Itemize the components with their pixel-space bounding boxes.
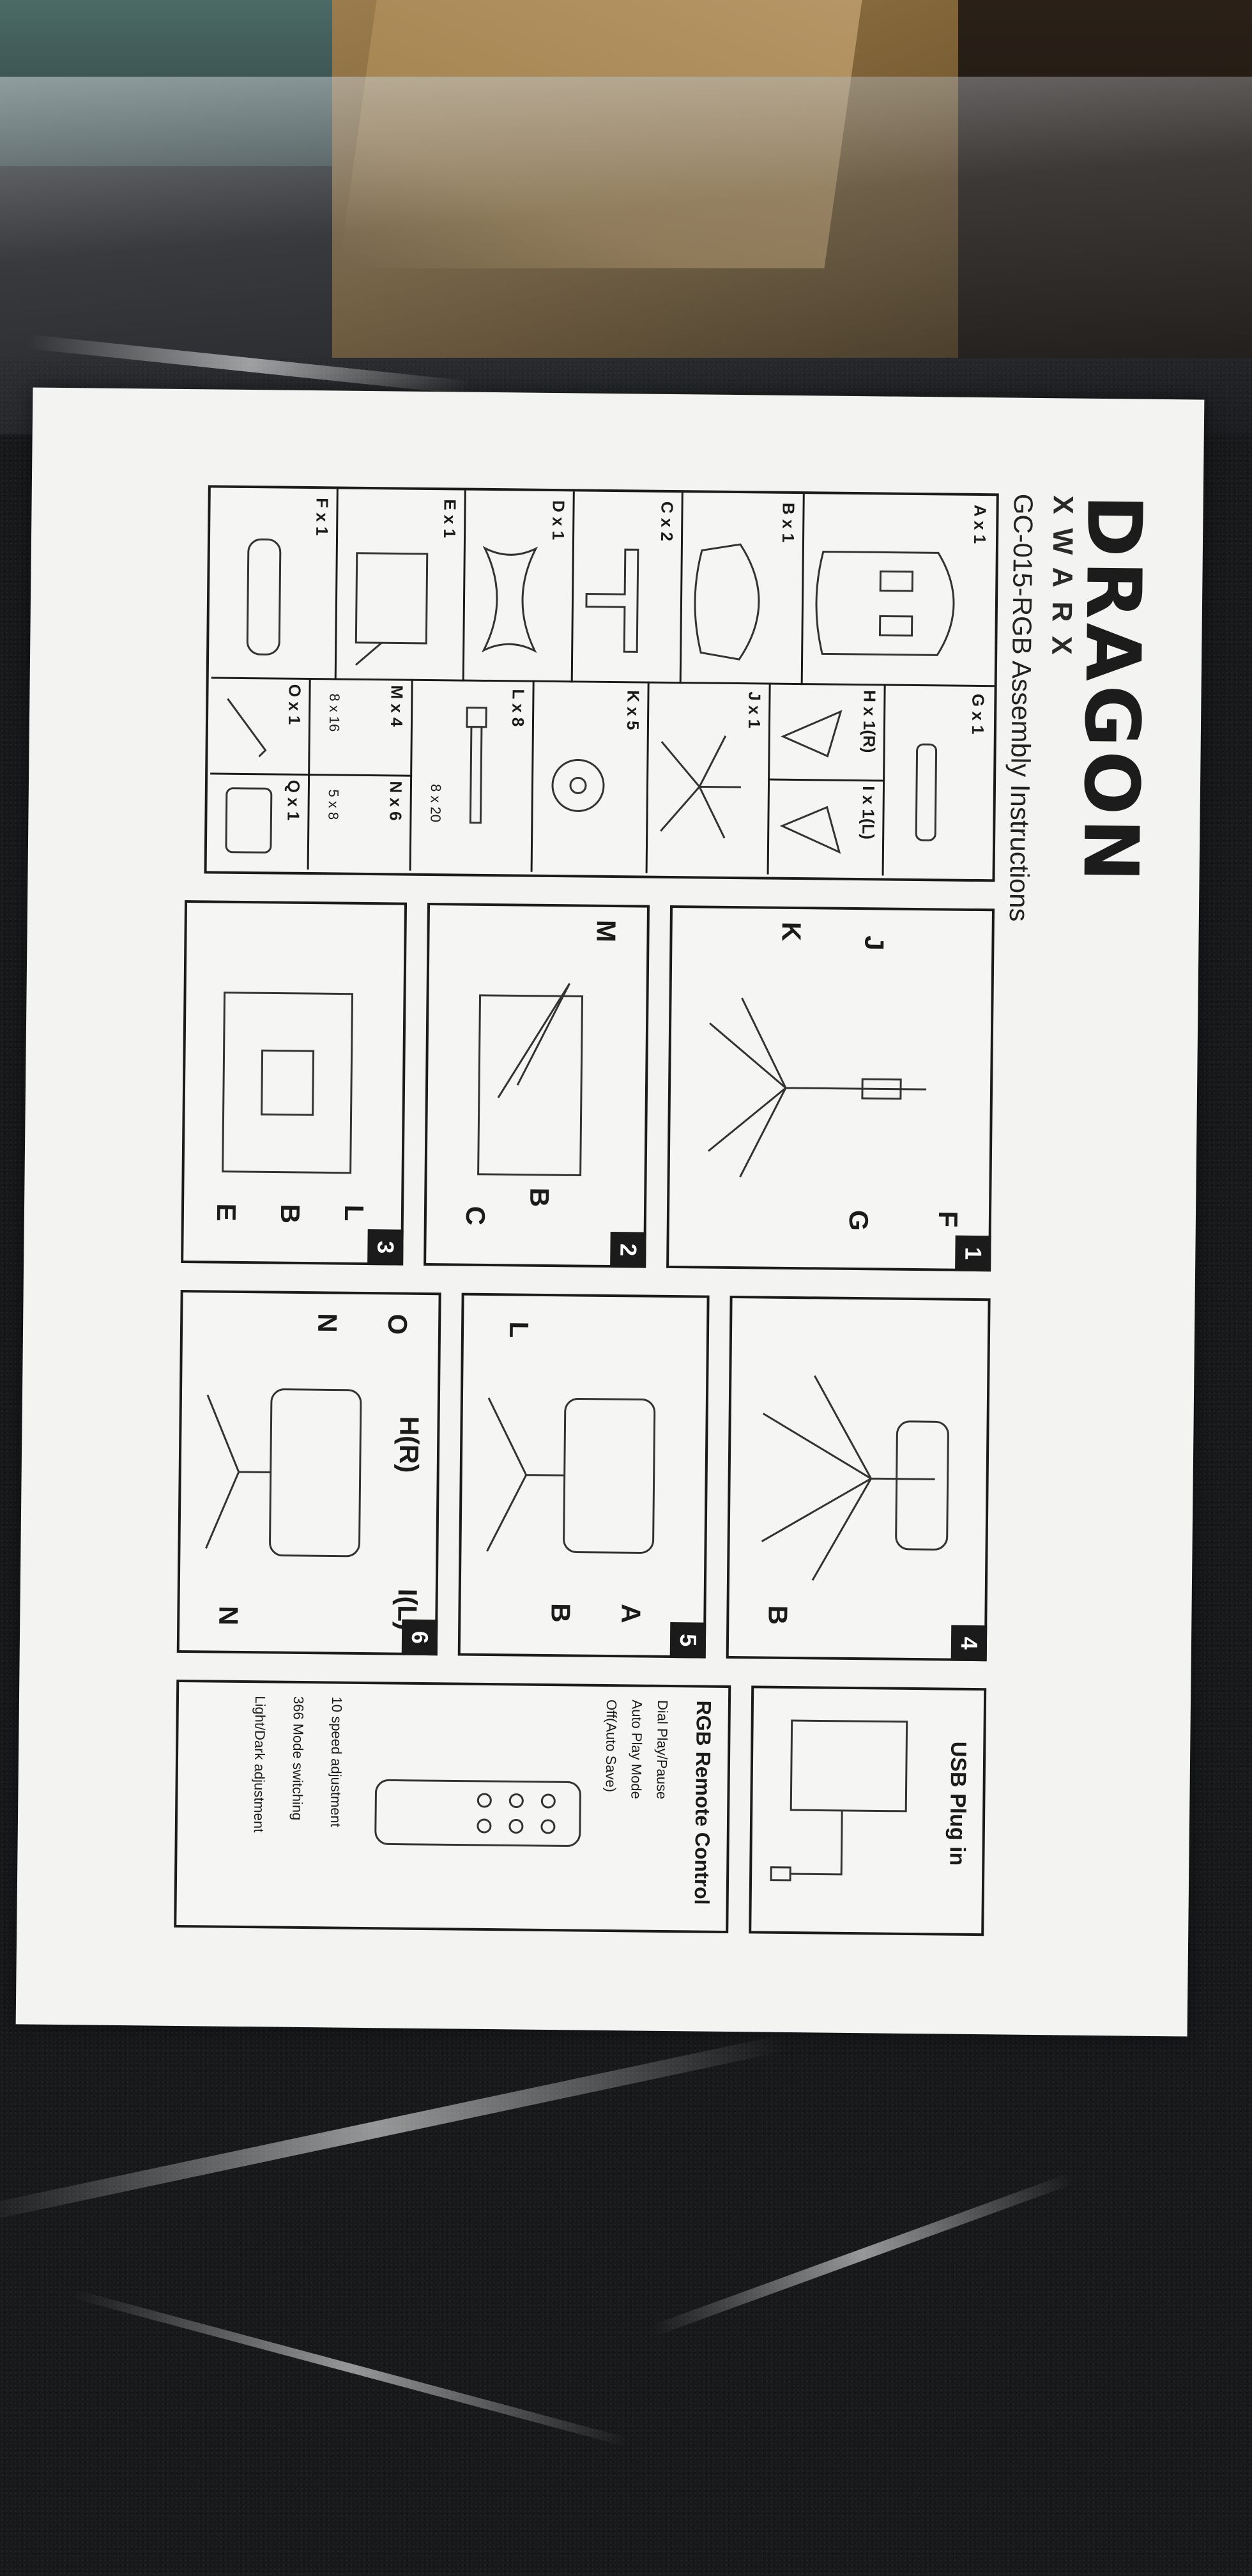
- gas-lift-drawing: [246, 538, 282, 656]
- step-number-3: 3: [367, 1229, 404, 1266]
- step6-label-N-right: N: [213, 1606, 244, 1626]
- step4-drawing: [761, 1375, 949, 1581]
- allen-key-drawing: [227, 698, 267, 758]
- part-label-J: J x 1: [744, 691, 765, 729]
- part-label-C: C x 2: [657, 501, 677, 542]
- step1-label-J: J: [859, 935, 890, 951]
- step1-label-K: K: [776, 921, 807, 942]
- armrest-left-drawing: [779, 806, 841, 854]
- instruction-sheet: DRAGON XWARX GC-015-RGB Assembly Instruc…: [15, 387, 1205, 2037]
- remote-drawing: [225, 787, 273, 854]
- part-label-F: F x 1: [312, 498, 332, 536]
- caster-wheel-drawing: [551, 758, 605, 812]
- remote-panel-title: RGB Remote Control: [690, 1700, 716, 1905]
- part-label-K: K x 5: [623, 690, 643, 730]
- step3-label-E: E: [211, 1203, 242, 1222]
- remote-callout-auto-play: Auto Play Mode: [628, 1699, 646, 1799]
- step2-label-B: B: [524, 1187, 555, 1208]
- step1-label-F: F: [933, 1211, 964, 1228]
- part-label-O: O x 1: [284, 684, 305, 725]
- step-panel-6: 6 O N H(R) I(L) N: [176, 1289, 441, 1656]
- step5-label-L: L: [503, 1321, 535, 1338]
- remote-callout-speed: 10 speed adjustment: [327, 1696, 346, 1827]
- lumbar-pillow-drawing: [481, 546, 538, 654]
- remote-drawing: [374, 1779, 581, 1847]
- brand-sub-logo: XWARX: [1045, 495, 1079, 669]
- part-label-E: E x 1: [440, 499, 460, 539]
- screw-size-L: 8 x 20: [427, 783, 444, 823]
- plastic-wrap: [0, 77, 1252, 434]
- remote-callout-dial: Dial Play/Pause: [653, 1699, 671, 1800]
- armrest-drawing: [585, 548, 639, 653]
- model-title: GC-015-RGB Assembly Instructions: [1004, 493, 1039, 922]
- usb-cable-drawing: [770, 1719, 908, 1882]
- remote-panel: RGB Remote Control Dial Play/Pause Auto …: [174, 1679, 731, 1934]
- remote-callout-light: Light/Dark adjustment: [250, 1696, 269, 1833]
- part-label-L: L x 8: [508, 689, 528, 727]
- part-label-B: B x 1: [778, 502, 798, 543]
- screw-size-N: 5 x 8: [325, 789, 342, 820]
- armrest-right-drawing: [781, 710, 843, 758]
- step2-label-M: M: [591, 919, 622, 943]
- step3-drawing: [222, 992, 354, 1174]
- mechanism-drawing: [355, 552, 429, 666]
- step4-label-B: B: [763, 1605, 793, 1625]
- remote-callout-mode: 366 Mode switching: [289, 1696, 307, 1821]
- step1-label-G: G: [843, 1209, 874, 1231]
- part-label-G: G x 1: [968, 693, 988, 735]
- part-label-M: M x 4: [386, 685, 407, 727]
- step1-drawing: [708, 997, 927, 1177]
- parts-table: A x 1 B x 1 C x 2 D x 1 E x 1 F x 1 G x …: [204, 485, 999, 882]
- step-number-1: 1: [955, 1235, 991, 1272]
- step-panel-5: 5 A B L: [457, 1292, 710, 1659]
- step3-label-B: B: [275, 1204, 306, 1224]
- usb-panel: USB Plug in: [749, 1685, 987, 1936]
- step5-label-B: B: [546, 1602, 576, 1623]
- part-label-N: N x 6: [386, 781, 406, 821]
- step6-label-HR: H(R): [393, 1416, 425, 1473]
- step-panel-3: 3 L B E: [181, 900, 408, 1266]
- part-label-D: D x 1: [549, 500, 569, 540]
- step6-label-IL: I(L): [392, 1588, 423, 1631]
- step6-label-N-left: N: [312, 1313, 343, 1333]
- gas-cylinder-drawing: [915, 743, 938, 841]
- step5-drawing: [486, 1397, 656, 1554]
- remote-callout-off: Off(Auto Save): [602, 1699, 620, 1793]
- step6-label-O: O: [382, 1314, 413, 1335]
- part-label-A: A x 1: [970, 504, 990, 544]
- screw-size-M: 8 x 16: [326, 693, 343, 732]
- star-base-drawing: [660, 735, 741, 839]
- step-panel-2: 2 M B C: [424, 902, 650, 1268]
- seat-drawing: [694, 543, 760, 661]
- step3-label-L: L: [339, 1204, 370, 1222]
- step2-label-C: C: [460, 1206, 491, 1226]
- part-label-Q: Q x 1: [284, 779, 304, 821]
- part-label-H: H x 1(R): [859, 690, 880, 753]
- step2-drawing: [477, 983, 584, 1177]
- step5-label-A: A: [616, 1604, 646, 1623]
- step-panel-1: 1 F G J K: [666, 905, 995, 1272]
- step6-drawing: [205, 1388, 362, 1558]
- seat-back-drawing: [815, 550, 955, 656]
- usb-panel-title: USB Plug in: [945, 1741, 971, 1866]
- part-label-I: I x 1(L): [859, 786, 879, 840]
- sheet-content-rotated: DRAGON XWARX GC-015-RGB Assembly Instruc…: [16, 387, 1205, 2036]
- bolt-L-drawing: [466, 707, 487, 824]
- step-panel-4: 4 B: [726, 1295, 991, 1662]
- step-number-2: 2: [610, 1232, 646, 1268]
- brand-logo: DRAGON: [1066, 494, 1159, 886]
